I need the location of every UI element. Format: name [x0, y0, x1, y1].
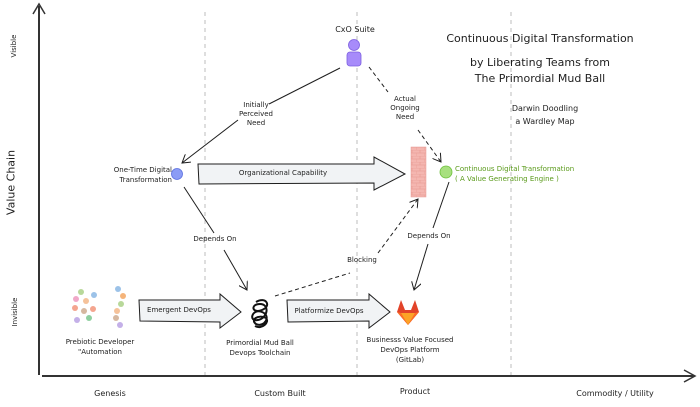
cxo-user-icon — [346, 39, 362, 67]
y-axis-label: Value Chain — [4, 149, 18, 216]
platformize-devops-label: Platformize DevOps — [294, 307, 364, 315]
gitlab-label-2: DevOps Platform — [380, 346, 440, 354]
continuous-label-1: Continuous Digital Transformation — [455, 165, 575, 173]
x-stage-product: Product — [399, 387, 431, 396]
brick-wall-icon — [410, 146, 427, 198]
prebiotic-label-1: Prebiotic Developer — [65, 338, 135, 346]
gitlab-icon — [397, 300, 419, 325]
one-time-label-2: Transformation — [119, 176, 172, 184]
cxo-suite-label: CxO Suite — [335, 25, 375, 34]
title-line-2: by Liberating Teams from — [470, 56, 610, 69]
link-depends-on-left — [183, 186, 215, 234]
x-axis-arrowhead — [683, 369, 697, 383]
gitlab-label-3: (GitLab) — [395, 356, 425, 364]
subtitle-line-2: a Wardley Map — [515, 117, 575, 126]
org-capability-arrow — [197, 156, 407, 191]
continuous-label-2: ( A Value Generating Engine ) — [455, 175, 559, 183]
depends-on-left-label: Depends On — [193, 235, 237, 243]
gitlab-label-1: Businesss Value Focused — [366, 336, 454, 344]
link-depends-on-right — [432, 181, 450, 229]
prebiotic-dots-icon — [72, 286, 126, 328]
link-depends-on-right-2 — [414, 243, 429, 290]
x-stage-commodity: Commodity / Utility — [576, 389, 654, 398]
depends-on-right-label: Depends On — [407, 232, 451, 240]
continuous-transformation-node[interactable] — [439, 165, 453, 179]
link-depends-on-left-2 — [223, 249, 247, 290]
emergent-devops-arrow — [138, 292, 242, 330]
initially-perceived-need-3: Need — [246, 119, 266, 127]
actual-ongoing-need-2: Ongoing — [390, 104, 420, 112]
link-initially-perceived-need-2 — [182, 119, 239, 163]
y-axis-top-label: Visible — [10, 34, 18, 58]
emergent-devops-label: Emergent DevOps — [147, 306, 211, 314]
platformize-devops-arrow — [286, 292, 391, 330]
blocking-label: Blocking — [347, 256, 377, 264]
org-capability-label: Organizational Capability — [238, 169, 328, 177]
title-line-3: The Primordial Mud Ball — [474, 72, 606, 85]
y-axis-bottom-label: Invisible — [11, 297, 19, 327]
mudball-scribble-icon — [251, 299, 269, 328]
actual-ongoing-need-1: Actual — [394, 95, 416, 103]
y-axis-arrowhead — [32, 2, 46, 15]
link-blocking-2 — [377, 199, 418, 254]
link-blocking — [274, 272, 351, 297]
mudball-label-1: Primordial Mud Ball — [226, 339, 294, 347]
one-time-label-1: One-Time Digital — [113, 166, 172, 174]
link-actual-ongoing-need — [368, 66, 389, 93]
one-time-transformation-node[interactable] — [171, 168, 183, 180]
x-stage-genesis: Genesis — [94, 389, 126, 398]
link-initially-perceived-need — [268, 67, 341, 105]
prebiotic-label-2: "Automation — [78, 348, 122, 356]
initially-perceived-need-2: Perceived — [239, 110, 273, 118]
actual-ongoing-need-3: Need — [395, 113, 415, 121]
subtitle-line-1: Darwin Doodling — [511, 104, 579, 113]
x-stage-custom-built: Custom Built — [254, 389, 306, 398]
title-line-1: Continuous Digital Transformation — [446, 32, 634, 45]
mudball-label-2: Devops Toolchain — [229, 349, 291, 357]
initially-perceived-need-1: Initially — [243, 101, 269, 109]
